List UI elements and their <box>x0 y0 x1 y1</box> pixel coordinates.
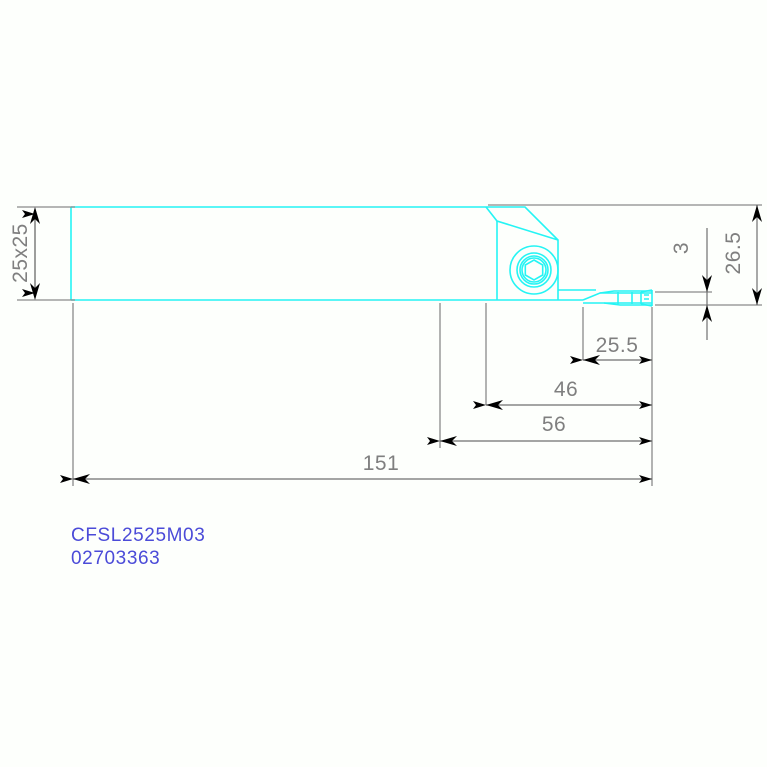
arrow-insert-height-bottom <box>702 305 712 322</box>
dim-label-insert-offset: 25.5 <box>596 334 639 357</box>
part-code-label: CFSL2525M03 <box>71 525 205 546</box>
clamp-screw-outer-ring <box>509 245 559 295</box>
arrow-46-left <box>486 400 503 410</box>
dim-label-functional-length: 56 <box>542 413 566 436</box>
insert-nose-relief <box>640 289 653 307</box>
dim-label-insert-height: 3 <box>670 242 693 254</box>
clamp-screw-ring-4 <box>521 257 547 283</box>
arrow-shank-bottom <box>30 283 40 300</box>
shank-outline <box>70 206 486 301</box>
tool-body-geometry <box>70 206 653 307</box>
clamp-screw-hex-socket <box>524 259 544 281</box>
extension-lines <box>17 204 762 486</box>
dim-label-shank-section: 25x25 <box>9 223 32 283</box>
arrow-shank-top <box>30 207 40 224</box>
dimension-lines <box>22 205 762 483</box>
blade-taper-upper <box>599 290 652 294</box>
arrow-insert-height-top <box>702 275 712 292</box>
arrow-151-left <box>73 474 90 484</box>
arrow-56-left <box>440 436 457 446</box>
arrow-head-height-top <box>752 205 762 222</box>
blade-taper-lower <box>603 302 652 306</box>
clamp-screw-ring-2 <box>516 252 552 288</box>
part-order-number-label: 02703363 <box>71 548 160 569</box>
insert-chipbreaker-marks <box>644 294 649 300</box>
dim-label-overall-length: 151 <box>363 452 400 475</box>
dim-label-head-length: 46 <box>554 378 578 401</box>
arrow-25_5-left <box>583 355 600 365</box>
dimension-arrowheads-left <box>73 355 600 484</box>
dim-label-head-height: 26.5 <box>722 232 745 275</box>
arrow-head-height-bottom <box>752 288 762 305</box>
clamp-screw-ring-3 <box>519 255 549 285</box>
